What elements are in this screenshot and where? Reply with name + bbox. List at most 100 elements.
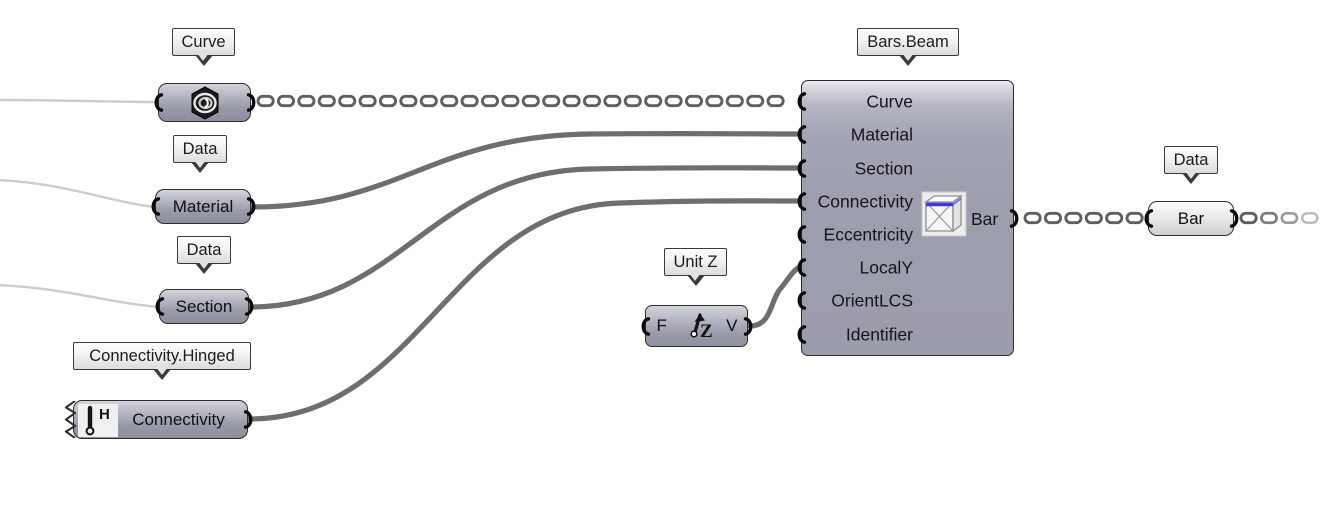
wire-dash [460,94,479,108]
wire-dash [766,94,785,108]
output-port-bar[interactable] [1008,208,1021,228]
wire-dash [725,94,744,108]
unit-z-input-port[interactable] [639,316,652,336]
balloon-label: Data [186,240,222,259]
wire-dash [705,94,724,108]
wire-dash [358,94,377,108]
collapsed-inputs-zigzag [64,401,76,438]
wire-dash [562,94,581,108]
component-input-connectivity[interactable]: Connectivity [817,191,913,212]
wire-dash [1300,212,1319,224]
param-section-input-port[interactable] [153,297,166,316]
wire-material-to-material[interactable] [249,130,803,210]
wire-dash [297,94,316,108]
svg-text:Z: Z [700,321,713,342]
input-port-orientlcs[interactable] [795,290,808,310]
unit-z-component[interactable]: F Z V [645,305,748,347]
input-port-identifier[interactable] [795,324,808,344]
component-output-label-bar: Bar [971,209,999,229]
balloon-label: Data [182,139,218,158]
param-curve-output-port[interactable] [245,93,258,112]
wire-dash [1064,211,1083,225]
wire-incoming-section [0,283,161,309]
balloon-connectivity-hinged: Connectivity.Hinged [73,342,251,380]
input-port-connectivity[interactable] [795,191,808,211]
wire-dash [603,94,622,108]
wire-dash [521,94,540,108]
balloon-label: Bars.Beam [867,32,949,51]
param-bar-output-port[interactable] [1228,209,1241,228]
balloon-unit-z: Unit Z [664,248,727,286]
wire-dash [480,94,500,108]
param-label: Connectivity [132,409,225,429]
param-section-output-port[interactable] [243,297,256,316]
wire-dash [338,94,357,108]
param-connectivity-output-port[interactable] [242,410,255,429]
param-curve[interactable] [158,83,251,122]
balloon-bars-beam: Bars.Beam [857,28,959,66]
balloon-label: Connectivity.Hinged [89,346,235,365]
wire-bar-outgoing[interactable] [1239,211,1319,225]
component-input-eccentricity[interactable]: Eccentricity [823,224,913,245]
unit-z-output-port[interactable] [742,316,755,336]
wire-incoming-material [0,179,157,209]
component-input-curve[interactable]: Curve [866,91,913,112]
wire-dash [1023,211,1042,225]
param-material[interactable]: Material [155,189,251,224]
param-bar[interactable]: Bar [1148,201,1234,236]
unit-z-arrow-icon: Z [677,306,716,346]
wire-dash [623,94,642,108]
curve-spiral-icon [184,85,226,125]
wire-dash [684,94,704,108]
input-port-eccentricity[interactable] [795,224,808,244]
wire-dash [378,94,398,108]
param-material-output-port[interactable] [245,197,258,216]
wire-unitz-to-localy[interactable] [747,264,803,329]
wire-dash [276,94,296,108]
balloon-data-material: Data [173,135,227,173]
param-material-input-port[interactable] [149,197,162,216]
input-port-material[interactable] [795,124,808,144]
balloon-data-bar: Data [1164,146,1218,184]
wire-dash [542,94,561,108]
component-input-material[interactable]: Material [850,124,913,145]
balloon-label: Unit Z [673,252,718,271]
param-curve-input-port[interactable] [152,93,165,112]
wire-curve-to-curve[interactable] [256,94,785,108]
param-label: Bar [1177,208,1205,228]
wire-incoming-curve [0,98,160,104]
wire-dash [440,94,459,108]
balloon-data-section: Data [177,236,231,274]
wire-dash [1043,211,1063,225]
wire-dash [1280,212,1299,224]
wire-beam-to-bar[interactable] [1023,211,1144,225]
balloon-label: Data [1173,150,1209,169]
component-input-localy[interactable]: LocalY [859,257,913,278]
balloon-label: Curve [181,32,226,51]
wire-dash [644,94,663,108]
wire-dash [1239,211,1258,225]
solid-wires [246,130,803,422]
component-input-identifier[interactable]: Identifier [845,324,913,345]
param-section[interactable]: Section [159,289,249,324]
wire-section-to-section[interactable] [247,165,803,310]
wire-dash [582,94,602,108]
input-port-section[interactable] [795,158,808,178]
wire-dash [256,94,275,108]
param-bar-input-port[interactable] [1142,209,1155,228]
wire-dash [664,94,683,108]
beam-box-icon [921,191,967,237]
wire-dash [1260,211,1278,225]
component-input-orientlcs[interactable]: OrientLCS [831,290,913,311]
balloon-curve: Curve [172,28,235,66]
wire-dash [1105,211,1124,225]
input-port-localy[interactable] [795,257,808,277]
wire-dash [1125,211,1144,225]
component-input-section[interactable]: Section [854,158,913,179]
wire-dash [317,94,336,108]
input-port-curve[interactable] [795,91,808,111]
wire-dash [501,94,520,108]
